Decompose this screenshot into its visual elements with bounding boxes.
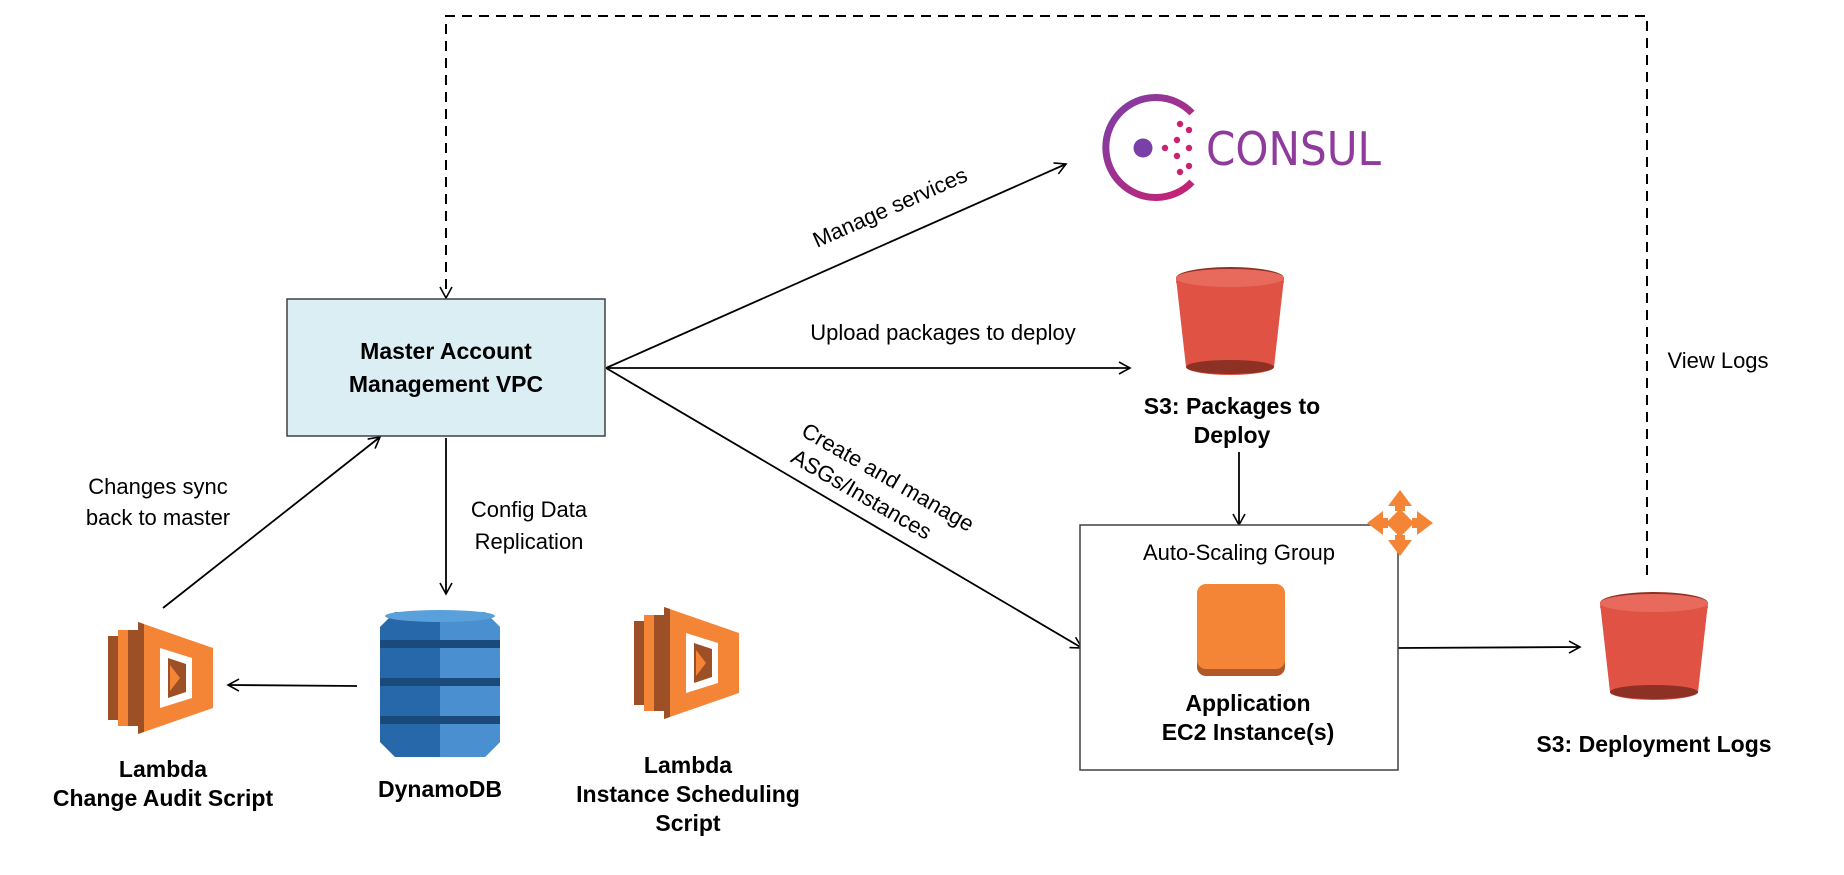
dynamodb-node[interactable]: DynamoDB	[378, 610, 502, 802]
config-data-label-line1: Config Data	[471, 497, 588, 522]
lambda-scheduling-label-line1: Lambda	[644, 752, 732, 778]
consul-logo-icon	[1102, 94, 1195, 201]
manage-services-edge	[605, 162, 1068, 369]
dynamodb-to-lambda-edge	[226, 678, 358, 692]
lambda-audit-label-line2: Change Audit Script	[53, 785, 274, 811]
auto-scaling-icon	[1367, 490, 1433, 556]
config-data-label-line2: Replication	[475, 529, 584, 554]
auto-scaling-group-node[interactable]: Auto-Scaling Group Application EC2 Insta…	[1079, 490, 1433, 771]
edges	[162, 15, 1648, 692]
master-vpc-label-line2: Management VPC	[349, 371, 543, 397]
changes-sync-edge	[162, 435, 382, 609]
s3-bucket-icon	[1600, 592, 1708, 700]
master-vpc-label-line1: Master Account	[360, 338, 532, 364]
master-vpc-node[interactable]: Master Account Management VPC	[286, 298, 606, 437]
changes-sync-label-line2: back to master	[86, 505, 230, 530]
s3-packages-label-line2: Deploy	[1194, 422, 1271, 448]
s3-bucket-icon	[1176, 267, 1284, 375]
asg-title: Auto-Scaling Group	[1143, 540, 1335, 565]
lambda-audit-label-line1: Lambda	[119, 756, 207, 782]
ec2-label-line2: EC2 Instance(s)	[1162, 719, 1335, 745]
s3-logs-label: S3: Deployment Logs	[1536, 731, 1771, 757]
consul-node[interactable]: CONSUL	[1102, 94, 1382, 201]
consul-wordmark: CONSUL	[1206, 122, 1381, 176]
lambda-scheduling-node[interactable]: Lambda Instance Scheduling Script	[576, 607, 800, 836]
view-logs-dashed-edge	[439, 15, 1648, 575]
view-logs-label: View Logs	[1667, 348, 1768, 373]
ec2-instance-icon	[1197, 584, 1285, 676]
upload-packages-label: Upload packages to deploy	[810, 320, 1075, 345]
s3-packages-node[interactable]: S3: Packages to Deploy	[1144, 267, 1320, 448]
lambda-icon	[634, 607, 739, 719]
s3-logs-node[interactable]: S3: Deployment Logs	[1536, 592, 1772, 757]
create-manage-edge	[605, 367, 1084, 649]
dynamodb-icon	[380, 610, 500, 757]
lambda-scheduling-label-line2: Instance Scheduling	[576, 781, 800, 807]
lambda-audit-node[interactable]: Lambda Change Audit Script	[53, 622, 274, 811]
asg-to-logs-edge	[1397, 640, 1582, 654]
manage-services-label: Manage services	[809, 162, 971, 252]
lambda-scheduling-label-line3: Script	[655, 810, 721, 836]
dynamodb-label: DynamoDB	[378, 776, 502, 802]
ec2-label-line1: Application	[1185, 690, 1310, 716]
s3-packages-label-line1: S3: Packages to	[1144, 393, 1320, 419]
changes-sync-label-line1: Changes sync	[88, 474, 227, 499]
lambda-icon	[108, 622, 213, 734]
